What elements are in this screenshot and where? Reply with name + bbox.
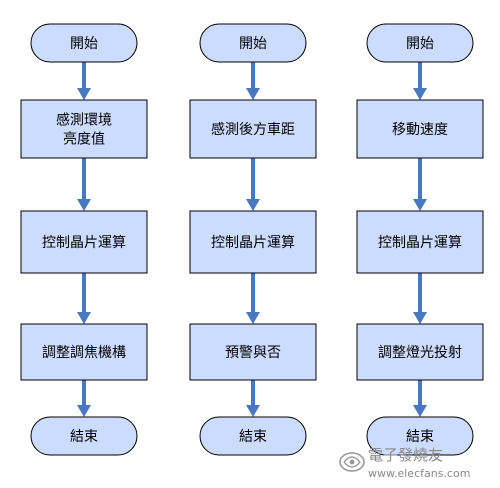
process-box	[356, 210, 484, 274]
flow-arrow-head	[413, 88, 427, 100]
flow-arrow-head	[246, 312, 260, 324]
flow-arrow-head	[77, 88, 91, 100]
elecfans-logo-icon	[339, 452, 365, 472]
process-box	[20, 323, 148, 381]
node-label: 調整調焦機構	[42, 345, 126, 361]
node-label: 感測環境	[56, 112, 112, 129]
node-label: 調整燈光投射	[378, 345, 462, 361]
end-terminal	[30, 416, 138, 456]
process-box	[189, 323, 317, 381]
node-label: 控制晶片運算	[378, 235, 462, 251]
process-box	[189, 99, 317, 159]
node-label: 結束	[406, 429, 434, 445]
node-label: 開始	[406, 36, 434, 52]
node-label: 感測後方車距	[211, 121, 295, 138]
end-terminal	[366, 416, 474, 456]
node-label: 開始	[70, 36, 98, 52]
flow-arrow-head	[77, 312, 91, 324]
flow-arrow-head	[246, 405, 260, 417]
process-box	[20, 210, 148, 274]
node-label: 移動速度	[392, 122, 448, 138]
watermark-brand: 電子發燒友	[368, 446, 443, 464]
flow-arrow-head	[77, 199, 91, 211]
watermark: 電子發燒友 www.elecfans.com	[339, 446, 470, 480]
node-label: 結束	[239, 429, 267, 445]
node-label: 控制晶片運算	[42, 235, 126, 251]
flow-arrow-head	[246, 88, 260, 100]
process-box	[189, 210, 317, 274]
process-box	[356, 323, 484, 381]
start-terminal	[366, 23, 474, 63]
process-box	[356, 99, 484, 159]
flow-layer: 開始感測環境亮度值控制晶片運算調整調焦機構結束開始感測後方車距控制晶片運算預警與…	[20, 23, 484, 456]
watermark-url: www.elecfans.com	[368, 467, 470, 480]
node-label: 預警與否	[225, 345, 281, 361]
flow-arrow-head	[246, 199, 260, 211]
start-terminal	[30, 23, 138, 63]
start-terminal	[199, 23, 307, 63]
flow-arrow-head	[77, 405, 91, 417]
flow-arrow-head	[413, 312, 427, 324]
node-label: 控制晶片運算	[211, 235, 295, 251]
end-terminal	[199, 416, 307, 456]
process-box	[20, 99, 148, 159]
flow-arrow-head	[413, 199, 427, 211]
node-label: 亮度值	[63, 131, 105, 148]
flow-arrow-head	[413, 405, 427, 417]
node-label: 開始	[239, 36, 267, 52]
node-label: 結束	[70, 429, 98, 445]
